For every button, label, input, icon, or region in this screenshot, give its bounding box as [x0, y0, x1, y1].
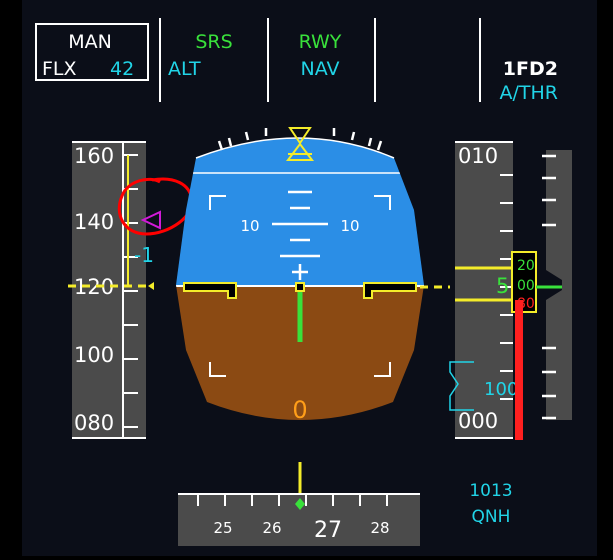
- v2-speed-bug: [140, 210, 161, 230]
- roll-index-pointer: [288, 127, 312, 145]
- speed-label-080: 080: [74, 411, 114, 435]
- thrust-mode: MAN: [68, 31, 112, 53]
- lateral-armed-mode: NAV: [301, 58, 340, 80]
- speed-index-pointer: [148, 282, 154, 290]
- fma-dividers: [159, 18, 481, 102]
- vertical-armed-mode: ALT: [168, 58, 201, 80]
- speed-label-120: 120: [74, 275, 114, 299]
- flex-label: FLX: [42, 58, 77, 80]
- roll-index-base: [286, 142, 314, 161]
- speed-label-140: 140: [74, 210, 114, 234]
- lateral-mode: RWY: [299, 31, 342, 53]
- pitch-label-left: 10: [240, 217, 259, 235]
- heading-label-25: 25: [213, 519, 232, 537]
- vertical-speed-indicator: [542, 150, 572, 420]
- heading-label-28: 28: [370, 519, 389, 537]
- bank-angle-scale: [217, 128, 383, 151]
- radio-altitude: 0: [292, 396, 307, 424]
- track-diamond: [295, 498, 305, 510]
- vsi-ticks: [542, 154, 556, 420]
- aircraft-symbol-right: [363, 282, 417, 299]
- attitude-indicator: 10 10 0: [176, 127, 450, 424]
- aircraft-symbol-left: [183, 282, 237, 299]
- speed-label-160: 160: [74, 144, 114, 168]
- fpv-brackets: [209, 195, 391, 377]
- altitude-current-digit: 5: [496, 274, 509, 298]
- altitude-ground-ref-box: [449, 361, 474, 411]
- altitude-tape-background: [455, 142, 513, 438]
- baro-value: 1013: [469, 481, 512, 501]
- speed-trend-marker: -1: [134, 243, 154, 267]
- heading-label-27: 27: [314, 518, 342, 543]
- flex-temp: 42: [110, 58, 134, 80]
- thrust-mode-box: [35, 23, 149, 81]
- heading-tick-marks: [197, 494, 388, 506]
- baro-unit: QNH: [472, 507, 511, 527]
- heading-tape: 25 26 27 28: [178, 462, 420, 546]
- ground-warning-bar: [515, 300, 523, 440]
- speed-tick-marks: [123, 154, 138, 428]
- vertical-mode: SRS: [195, 31, 232, 53]
- annotation-circle: [117, 177, 194, 236]
- vsi-scale-background: [546, 150, 572, 420]
- altitude-drum-mid: 00: [517, 278, 535, 294]
- speed-label-100: 100: [74, 343, 114, 367]
- athr-status: A/THR: [500, 82, 559, 104]
- pitch-label-right: 10: [340, 217, 359, 235]
- altitude-label-bottom: 000: [458, 409, 498, 433]
- attitude-sky: [176, 138, 424, 286]
- heading-label-26: 26: [262, 519, 281, 537]
- fd-status: 1FD2: [503, 58, 558, 80]
- altitude-tape: 010 000 100 5 20 00 80: [449, 141, 572, 440]
- speed-tape: 160 140 120 100 080 -1: [68, 141, 194, 439]
- altitude-ground-ref: 100: [484, 379, 518, 400]
- altitude-label-top: 010: [458, 144, 498, 168]
- altitude-tick-marks: [500, 174, 513, 400]
- altitude-drum-upper: 20: [517, 258, 535, 274]
- aircraft-symbol-center: [295, 282, 305, 292]
